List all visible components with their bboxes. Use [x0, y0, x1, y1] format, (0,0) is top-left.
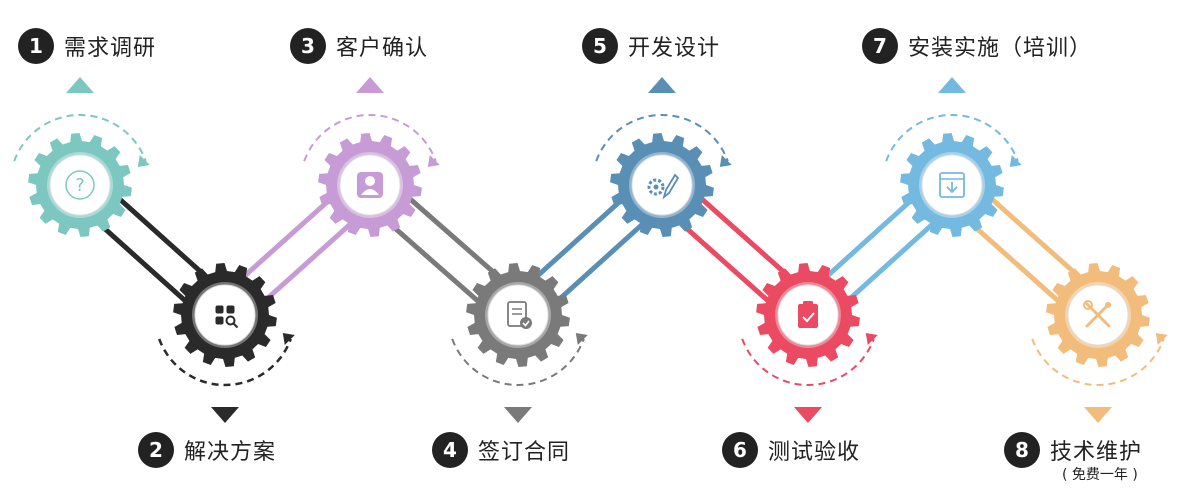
step-7-number: 7: [862, 28, 898, 64]
gear-pencil-icon: [647, 173, 680, 200]
step-5-chevron: [648, 77, 676, 93]
step-7-title: 安装实施（培训）: [908, 36, 1093, 61]
step-8-title: 技术维护: [1050, 440, 1143, 465]
step-3-title: 客户确认: [336, 36, 429, 61]
rotation-arcs: [13, 77, 1168, 423]
svg-text:?: ?: [75, 175, 85, 196]
gear-8: [1046, 263, 1150, 367]
step-4-chevron: [504, 407, 532, 423]
gear-5: [610, 133, 714, 237]
step-8-chevron: [1084, 407, 1112, 423]
step-1-number: 1: [18, 28, 54, 64]
step-8-label: 8 技术维护: [1004, 432, 1142, 468]
step-1-chevron: [66, 77, 94, 93]
step-1-title: 需求调研: [64, 36, 157, 61]
step-4-arc: [451, 332, 588, 423]
step-5-arc: [595, 77, 732, 168]
step-4-number: 4: [432, 432, 468, 468]
step-1-arc: [13, 77, 150, 168]
gear-1: ?: [28, 133, 132, 237]
step-2-chevron: [211, 407, 239, 423]
person-icon: [357, 172, 383, 198]
step-7-chevron: [938, 77, 966, 93]
step-5-number: 5: [582, 28, 618, 64]
question-icon: ?: [65, 170, 95, 200]
step-8-number: 8: [1004, 432, 1040, 468]
clipboard-check-icon: [798, 301, 818, 328]
gear-6: [756, 263, 860, 367]
step-1-label: 1 需求调研: [18, 28, 156, 64]
gear-2: [173, 263, 277, 367]
step-3-label: 3 客户确认: [290, 28, 428, 64]
step-7-arc: [885, 77, 1022, 168]
step-3-arc: [303, 77, 440, 168]
step-6-number: 6: [722, 432, 758, 468]
step-4-title: 签订合同: [478, 440, 571, 465]
document-check-icon: [507, 301, 532, 329]
step-2-title: 解决方案: [184, 440, 277, 465]
step-6-label: 6 测试验收: [722, 432, 860, 468]
step-5-title: 开发设计: [628, 36, 721, 61]
tools-icon: [1083, 300, 1111, 328]
step-4-label: 4 签订合同: [432, 432, 570, 468]
gear-3: [318, 133, 422, 237]
download-box-icon: [939, 172, 965, 198]
step-6-chevron: [794, 407, 822, 423]
step-2-arc: [158, 332, 295, 423]
step-6-arc: [741, 332, 878, 423]
step-8-subtitle: ( 免费一年 ): [1062, 467, 1138, 483]
step-5-label: 5 开发设计: [582, 28, 720, 64]
gear-7: [900, 133, 1004, 237]
step-2-label: 2 解决方案: [138, 432, 276, 468]
step-8-arc: [1031, 332, 1168, 423]
gears: ?: [28, 133, 1150, 367]
gear-4: [466, 263, 570, 367]
step-6-title: 测试验收: [768, 440, 861, 465]
step-2-number: 2: [138, 432, 174, 468]
step-7-label: 7 安装实施（培训）: [862, 28, 1092, 64]
step-3-chevron: [356, 77, 384, 93]
grid-search-icon: [215, 305, 239, 329]
step-3-number: 3: [290, 28, 326, 64]
